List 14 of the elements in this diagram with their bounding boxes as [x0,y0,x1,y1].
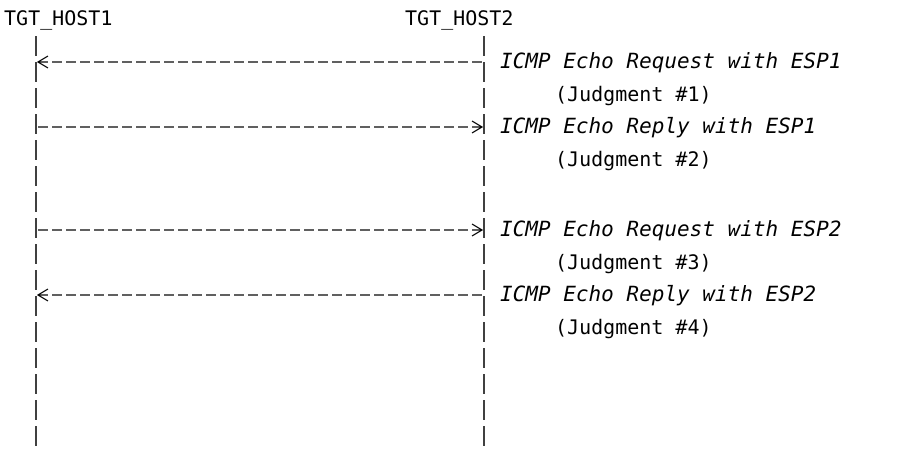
edge-label: ICMP Echo Request with ESP1 [500,49,842,73]
judgment-note: (Judgment #3) [555,250,712,274]
message-arrow [38,223,483,237]
participant-name: TGT_HOST2 [405,6,514,30]
judgment-note: (Judgment #4) [555,315,712,339]
edge-label: ICMP Echo Request with ESP2 [500,217,842,241]
message-arrow [37,55,482,69]
edge-label: ICMP Echo Reply with ESP2 [500,282,816,306]
participant-name: TGT_HOST1 [4,6,112,30]
message-arrow [37,288,482,302]
judgment-note: (Judgment #2) [555,147,712,171]
judgment-note: (Judgment #1) [555,82,712,106]
message-arrow [38,120,483,134]
edge-label: ICMP Echo Reply with ESP1 [500,114,816,138]
